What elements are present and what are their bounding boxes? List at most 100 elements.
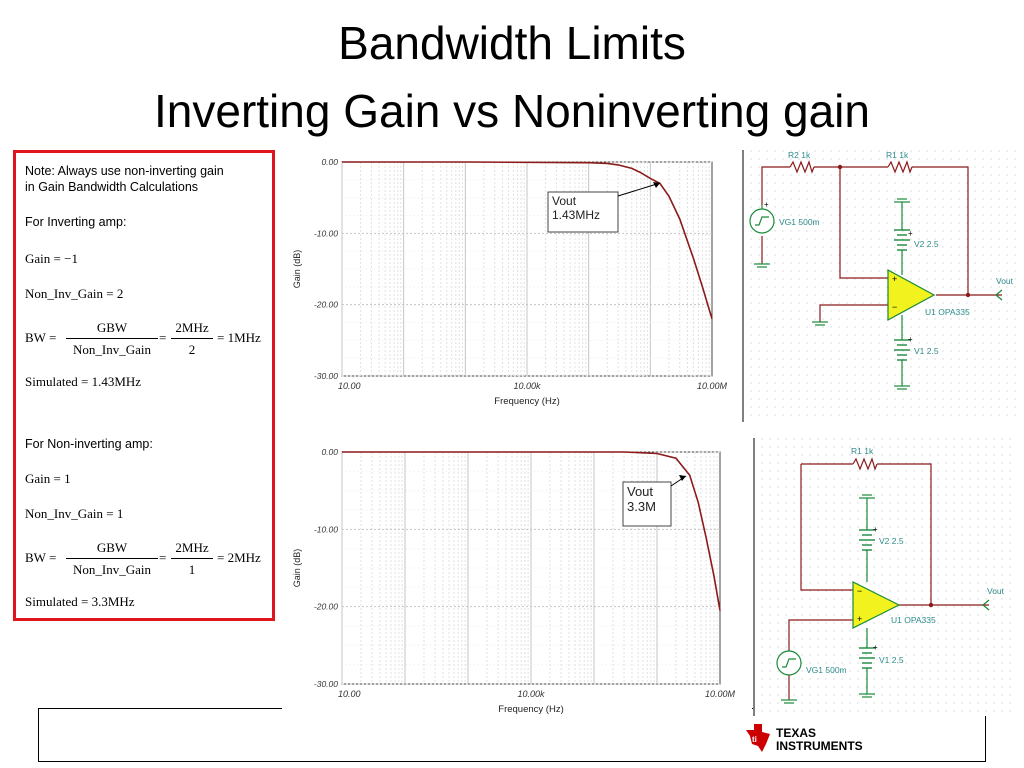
equals-sign: =: [53, 251, 61, 266]
inverting-fraction-gbw: GBW Non_Inv_Gain: [66, 320, 158, 358]
plus-sign: +: [873, 525, 878, 534]
fraction-denominator: Non_Inv_Gain: [73, 342, 151, 357]
equals-sign: =: [217, 550, 225, 565]
svg-text:−: −: [892, 302, 897, 312]
series-line: [342, 161, 713, 320]
x-tick-label: 10.00: [338, 381, 361, 391]
annotation-arrow: [617, 182, 661, 197]
x-axis-label: Frequency (Hz): [494, 396, 559, 407]
x-tick-label: 10.00M: [705, 689, 736, 699]
noninverting-bw-result: 2MHz: [227, 550, 261, 565]
noninverting-gain-label: Gain: [25, 471, 51, 486]
note-line1: Note: Always use non-inverting gain: [25, 164, 224, 178]
noninverting-sim-label: Simulated: [25, 594, 78, 609]
inverting-noninv-label: Non_Inv_Gain: [25, 286, 103, 301]
noninverting-bw-label-row: BW =: [25, 550, 56, 566]
y-axis-label: Gain (dB): [292, 250, 302, 289]
inverting-bw-label: BW: [25, 330, 46, 345]
y-tick-label: -20.00: [314, 300, 338, 310]
noninverting-fraction-gbw: GBW Non_Inv_Gain: [66, 540, 158, 578]
annotation-label: Vout: [627, 484, 653, 499]
resistor-icon: [789, 160, 913, 174]
noninverting-schematic-svg: − + R1 1k VG1 500m V2 2.5 V1 2.5 U1 OPA3…: [753, 438, 1015, 716]
noninverting-heading: For Non-inverting amp:: [25, 437, 153, 451]
y-tick-label: 0.00: [321, 157, 338, 167]
x-tick-label: 10.00: [338, 689, 361, 699]
battery-icon: [894, 339, 910, 361]
vout-label: Vout: [987, 586, 1005, 596]
vg-label: VG1 500m: [806, 665, 847, 675]
svg-text:+: +: [857, 614, 862, 624]
x-tick-label: 10.00M: [697, 381, 728, 391]
resistor-icon: [852, 457, 878, 471]
r1-label: R1 1k: [886, 150, 909, 160]
noninverting-bw-label: BW: [25, 550, 46, 565]
signal-source-icon: [776, 650, 802, 676]
fraction-numerator: GBW: [66, 320, 158, 339]
fraction-denominator: 2: [188, 342, 196, 357]
arrowhead-icon: [653, 182, 660, 188]
battery-icon: [894, 229, 910, 251]
inverting-bw-label-row: BW =: [25, 330, 56, 346]
fraction-numerator: GBW: [66, 540, 158, 559]
inverting-noninv-gain-row: Non_Inv_Gain = 2: [25, 286, 123, 302]
inverting-heading: For Inverting amp:: [25, 215, 127, 229]
plus-sign: +: [764, 200, 769, 209]
inverting-sim-value: 1.43MHz: [91, 374, 142, 389]
noninverting-gain-value: 1: [64, 471, 71, 486]
v1-label: V1 2.5: [914, 346, 939, 356]
fraction-numerator: 2MHz: [171, 540, 213, 559]
annotation-box: [622, 481, 672, 527]
slide-title-line2: Inverting Gain vs Noninverting gain: [154, 85, 870, 137]
equals-sign: =: [48, 330, 57, 345]
v2-label: V2 2.5: [879, 536, 904, 546]
equals-sign: =: [80, 594, 89, 609]
v2-label: V2 2.5: [914, 239, 939, 249]
noninverting-noninv-value: 1: [116, 506, 124, 521]
inverting-simulated-row: Simulated = 1.43MHz: [25, 374, 141, 390]
inverting-gain-label: Gain: [25, 251, 51, 266]
inverting-gain-value: −1: [64, 251, 78, 266]
noninverting-bw-result-row: = 2MHz: [217, 550, 261, 566]
y-tick-label: -30.00: [314, 371, 338, 381]
fraction-numerator: 2MHz: [171, 320, 213, 339]
x-tick-label: 10.00k: [513, 381, 541, 391]
x-axis-label: Frequency (Hz): [498, 704, 563, 715]
svg-text:−: −: [857, 586, 862, 596]
battery-icon: [859, 647, 875, 669]
logo-line2: Instruments: [776, 739, 863, 753]
battery-icon: [859, 529, 875, 551]
equals-sign: =: [106, 506, 114, 521]
plus-sign: +: [908, 229, 913, 238]
equals-sign: =: [106, 286, 114, 301]
equals-sign: =: [159, 330, 167, 345]
note-line2: in Gain Bandwidth Calculations: [25, 180, 199, 194]
fraction-denominator: Non_Inv_Gain: [73, 562, 151, 577]
inverting-gain-row: Gain = −1: [25, 251, 78, 267]
opamp-icon: [887, 268, 936, 322]
inverting-schematic-svg: + − R2 1k R1 1k VG1 500m V2 2.5 V1 2.5 U…: [742, 150, 1022, 422]
note-box: Note: Always use non-inverting gain in G…: [13, 150, 275, 621]
fraction-denominator: 1: [188, 562, 196, 577]
noninverting-sim-value: 3.3MHz: [91, 594, 135, 609]
inverting-bw-result: 1MHz: [227, 330, 261, 345]
y-tick-label: -20.00: [314, 602, 338, 612]
opamp-icon: [852, 581, 901, 629]
equals-sign: =: [80, 374, 89, 389]
noninverting-gain-row: Gain = 1: [25, 471, 71, 487]
inverting-fraction-values: 2MHz 2: [171, 320, 213, 358]
annotation-value: 3.3M: [627, 499, 656, 514]
inverting-wires: [761, 166, 1002, 322]
v1-label: V1 2.5: [879, 655, 904, 665]
equals-sign: =: [159, 550, 167, 565]
y-tick-label: -10.00: [314, 228, 338, 238]
y-axis-label: Gain (dB): [292, 549, 302, 588]
vout-label: Vout: [996, 276, 1014, 286]
noninverting-noninv-label: Non_Inv_Gain: [25, 506, 103, 521]
noninverting-amp-schematic: − + R1 1k VG1 500m V2 2.5 V1 2.5 U1 OPA3…: [753, 438, 1015, 716]
r1-label: R1 1k: [851, 446, 874, 456]
